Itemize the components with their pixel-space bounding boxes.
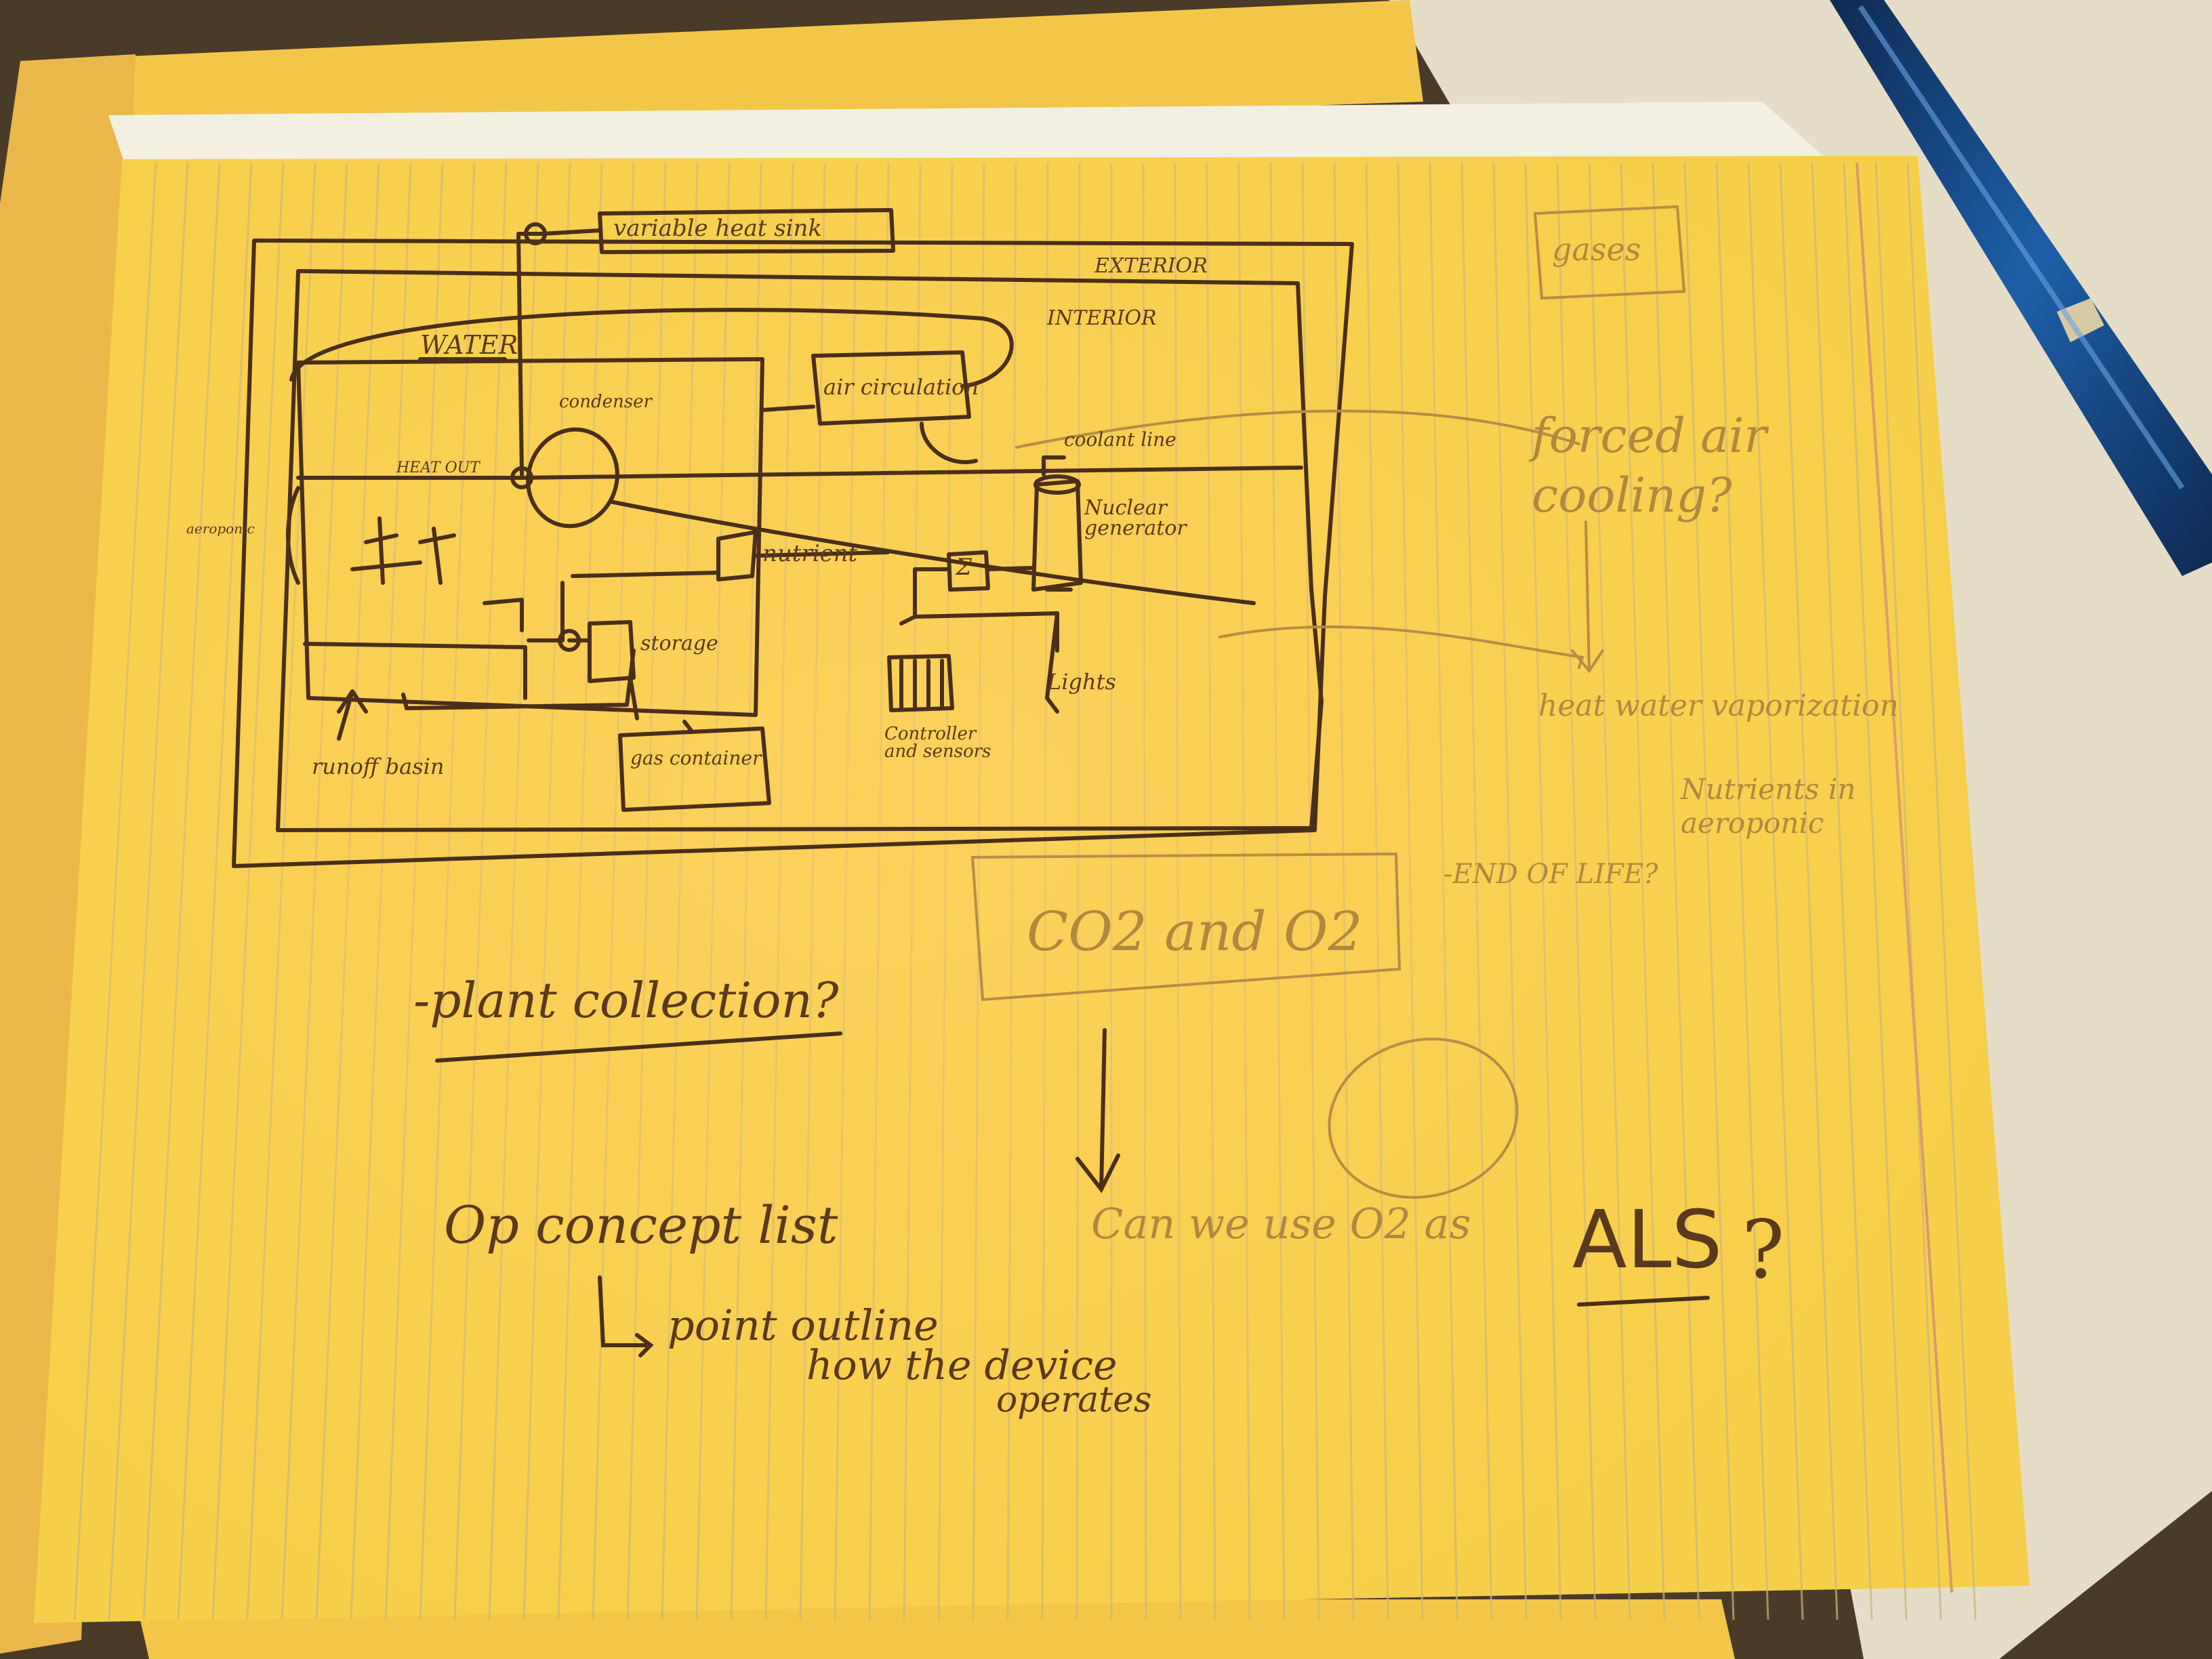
als-label: ALS: [1572, 1193, 1723, 1286]
als-underline: [1577, 1296, 1710, 1307]
heat-sink-box: [598, 208, 895, 254]
spray-nozzle: [483, 598, 524, 632]
ink-marks: [435, 1028, 1710, 1357]
coolant-line-label: coolant line: [1064, 428, 1176, 451]
heat-vaporization-label: heat water vaporization: [1538, 689, 1899, 723]
left-bracket: [286, 486, 300, 585]
pen: [1830, 0, 2212, 576]
operates-label: operates: [996, 1380, 1152, 1420]
water-label: WATER: [420, 330, 518, 360]
plant-underline: [435, 1031, 842, 1063]
sensor-rack: [887, 654, 954, 712]
heat-sink-valve: [524, 222, 547, 245]
faint-curve: [1015, 409, 1580, 449]
lights-label: Lights: [1047, 669, 1116, 695]
can-we-use-label: Can we use O2 as: [1091, 1199, 1471, 1248]
coolant-loop: [289, 308, 1256, 605]
interior-box: [276, 269, 1324, 832]
plant-collection-label: -plant collection?: [413, 972, 839, 1029]
heat-out-line: [296, 466, 1303, 480]
gases-box: [1533, 205, 1686, 300]
back-paper-left: [0, 54, 136, 1654]
exterior-label: EXTERIOR: [1094, 254, 1208, 278]
condenser-label: condenser: [559, 392, 652, 412]
storage-tank: [588, 620, 636, 683]
heat-sink-label: variable heat sink: [613, 215, 823, 242]
scribble-circle: [1328, 1038, 1519, 1199]
gas-container: [618, 726, 771, 812]
air-circulation-box: [811, 350, 971, 426]
heat-out-label: HEAT OUT: [396, 459, 480, 476]
heat-sink-line: [516, 228, 602, 476]
nutrient-label: nutrient: [762, 540, 858, 567]
air-circulation-label: air circulation: [823, 374, 979, 400]
co2-box: [970, 852, 1401, 1002]
op-concept-label: Op concept list: [444, 1195, 838, 1255]
system-diagram: [232, 208, 1354, 868]
down-arrow: [1571, 520, 1604, 674]
gas-container-label: gas container: [630, 747, 762, 769]
runoff-basin-arrow: [337, 689, 368, 741]
water-tank: [296, 357, 764, 717]
nutrient-line: [571, 550, 890, 578]
condenser-coil: [526, 427, 619, 529]
interior-label: INTERIOR: [1047, 306, 1157, 330]
plants: [350, 516, 456, 585]
point-outline-label: point outline: [668, 1300, 939, 1350]
controller-box: [947, 550, 990, 592]
pencil-sketch: [970, 205, 1686, 1199]
bottom-paper-strip: [136, 1599, 1735, 1659]
storage-label: storage: [640, 632, 718, 655]
controller-lines: [899, 566, 1073, 653]
lights-line: [1045, 611, 1059, 714]
nuclear-generator-label: Nuclear generator: [1084, 496, 1187, 540]
co2-o2-label: CO2 and O2: [1027, 900, 1363, 963]
runoff-basin-label: runoff basin: [312, 754, 445, 779]
forced-air-label: forced air cooling?: [1532, 408, 1767, 523]
piping: [303, 581, 639, 720]
als-question-mark: ?: [1742, 1203, 1785, 1296]
aeroponic-label: aeroponic: [186, 520, 255, 537]
faint-arrow: [1218, 625, 1584, 669]
nutrients-aeroponic-label: Nutrients in aeroponic: [1681, 773, 1856, 840]
how-device-label: how the device: [806, 1342, 1118, 1389]
sigma-label: Σ: [956, 554, 972, 581]
air-duct: [760, 405, 978, 464]
nutrient-tank: [716, 530, 758, 581]
controller-label: Controller and sensors: [884, 724, 991, 762]
co2-arrow: [1076, 1028, 1120, 1193]
end-of-life-label: -END OF LIFE?: [1443, 859, 1658, 890]
op-arrow: [598, 1275, 654, 1357]
gases-label: gases: [1552, 231, 1641, 268]
nuclear-generator: [1031, 479, 1083, 592]
paper-glow: [34, 156, 2030, 1623]
